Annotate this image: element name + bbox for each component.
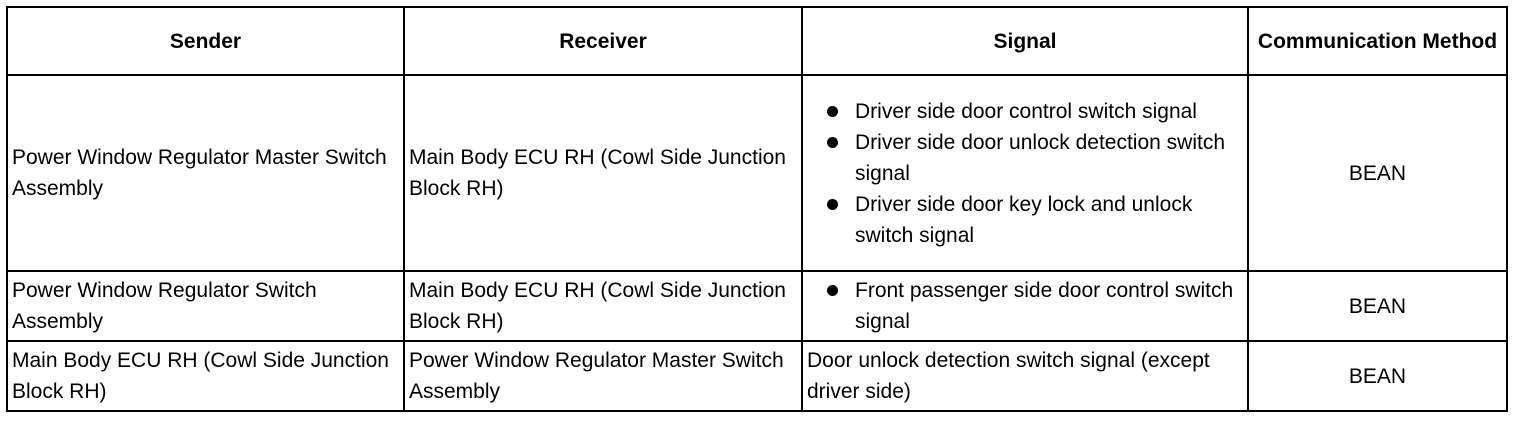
signal-list: Front passenger side door control switch… xyxy=(807,275,1243,337)
bullet-icon xyxy=(827,285,838,296)
sender-cell: Main Body ECU RH (Cowl Side Junction Blo… xyxy=(6,340,405,412)
sender-cell: Power Window Regulator Master Switch Ass… xyxy=(6,74,405,272)
receiver-cell: Main Body ECU RH (Cowl Side Junction Blo… xyxy=(403,270,803,342)
header-receiver: Receiver xyxy=(403,6,803,76)
signal-cell: Driver side door control switch signal D… xyxy=(801,74,1249,272)
header-communication-method: Communication Method xyxy=(1247,6,1508,76)
signal-cell: Front passenger side door control switch… xyxy=(801,270,1249,342)
header-sender: Sender xyxy=(6,6,405,76)
table-row: Power Window Regulator Master Switch Ass… xyxy=(6,74,1508,272)
header-row: Sender Receiver Signal Communication Met… xyxy=(6,6,1508,76)
signal-text: Front passenger side door control switch… xyxy=(855,279,1234,333)
method-cell: BEAN xyxy=(1247,340,1508,412)
signal-list-item: Driver side door key lock and unlock swi… xyxy=(807,189,1243,251)
header-signal: Signal xyxy=(801,6,1249,76)
communication-table: Sender Receiver Signal Communication Met… xyxy=(6,6,1508,412)
receiver-cell: Power Window Regulator Master Switch Ass… xyxy=(403,340,803,412)
signal-text: Driver side door unlock detection switch… xyxy=(855,130,1226,185)
signal-list-item: Driver side door control switch signal xyxy=(807,96,1243,127)
signal-cell: Door unlock detection switch signal (exc… xyxy=(801,340,1249,412)
signal-text: Driver side door key lock and unlock swi… xyxy=(855,192,1193,247)
sender-cell: Power Window Regulator Switch Assembly xyxy=(6,270,405,342)
table-row: Power Window Regulator Switch Assembly M… xyxy=(6,270,1508,342)
method-cell: BEAN xyxy=(1247,270,1508,342)
signal-list: Driver side door control switch signal D… xyxy=(807,96,1243,251)
bullet-icon xyxy=(827,136,838,148)
receiver-cell: Main Body ECU RH (Cowl Side Junction Blo… xyxy=(403,74,803,272)
bullet-icon xyxy=(827,105,838,117)
signal-list-item: Front passenger side door control switch… xyxy=(807,275,1243,337)
communication-table-container: Sender Receiver Signal Communication Met… xyxy=(6,6,1508,412)
method-cell: BEAN xyxy=(1247,74,1508,272)
signal-text: Driver side door control switch signal xyxy=(855,99,1197,123)
table-row: Main Body ECU RH (Cowl Side Junction Blo… xyxy=(6,340,1508,412)
signal-list-item: Driver side door unlock detection switch… xyxy=(807,127,1243,189)
bullet-icon xyxy=(827,198,838,210)
